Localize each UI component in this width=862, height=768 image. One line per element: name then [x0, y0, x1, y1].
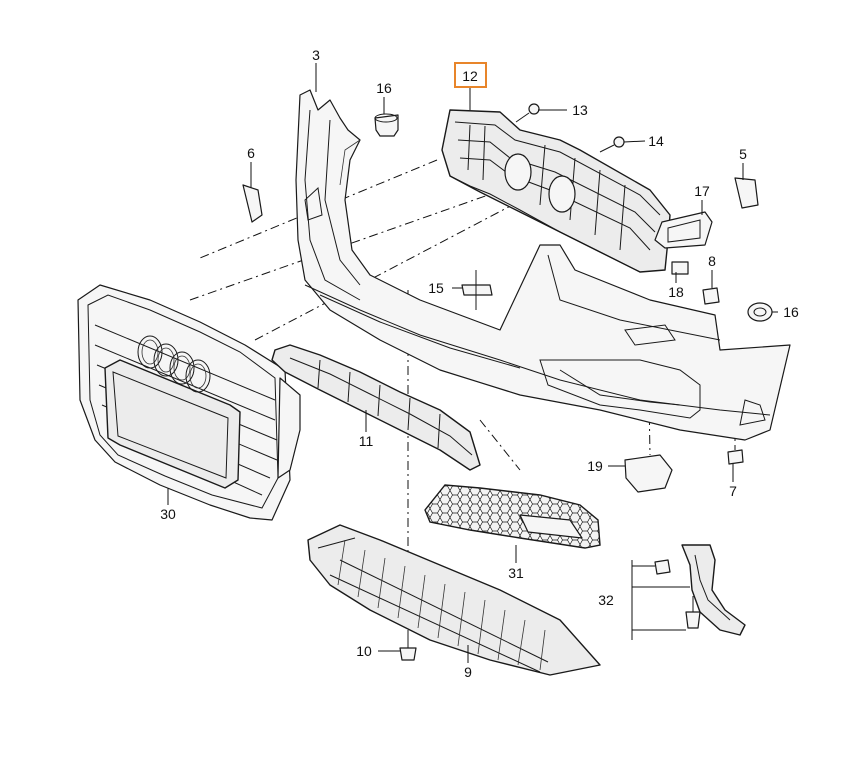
callout-30: 30: [160, 506, 176, 522]
callout-12: 12: [462, 68, 478, 84]
callout-31: 31: [508, 565, 524, 581]
callout-19: 19: [587, 458, 603, 474]
sensor-bracket-15[interactable]: [461, 270, 493, 310]
callout-16-top: 16: [376, 80, 392, 96]
callout-17: 17: [694, 183, 710, 199]
bracket-5[interactable]: [734, 177, 759, 209]
callout-3: 3: [312, 47, 320, 63]
callout-6: 6: [247, 145, 255, 161]
callout-16-right: 16: [783, 304, 799, 320]
cover-17[interactable]: [654, 211, 713, 249]
callout-9: 9: [464, 664, 472, 680]
callout-7: 7: [729, 483, 737, 499]
callout-8: 8: [708, 253, 716, 269]
clip-18[interactable]: [671, 261, 689, 275]
callout-5: 5: [739, 146, 747, 162]
lower-air-deflector[interactable]: [307, 524, 601, 676]
screw-32: [685, 596, 701, 629]
clip-8[interactable]: [702, 287, 720, 305]
bolt-13[interactable]: [515, 103, 540, 123]
callout-15: 15: [428, 280, 444, 296]
clip-16-top[interactable]: [374, 113, 399, 137]
upper-bracket[interactable]: [441, 109, 671, 273]
bolt-14[interactable]: [599, 136, 625, 153]
callout-18: 18: [668, 284, 684, 300]
highlight-box-12: [454, 62, 487, 88]
screw-10[interactable]: [399, 630, 417, 661]
reinforcement-bar[interactable]: [271, 344, 481, 471]
bumper-cover[interactable]: [295, 89, 791, 441]
side-bracket[interactable]: [681, 544, 746, 636]
cover-19[interactable]: [624, 454, 673, 493]
four-rings-logo: [137, 335, 211, 393]
callout-11: 11: [359, 433, 374, 449]
callout-numbers: 3 12 16 13 14 6 5 17 8 18 15 16 11 19 7 …: [160, 47, 799, 680]
headlight-washer-cover-6[interactable]: [242, 184, 263, 223]
clip-16-right[interactable]: [747, 302, 773, 322]
callout-32: 32: [598, 592, 614, 608]
callout-14: 14: [648, 133, 664, 149]
fog-lamp-grille[interactable]: [424, 484, 601, 549]
radiator-grille[interactable]: [77, 284, 301, 521]
callout-10: 10: [356, 643, 372, 659]
leader-lines: [167, 63, 778, 663]
callout-13: 13: [572, 102, 588, 118]
clip-7[interactable]: [727, 449, 744, 465]
clip-nut-32: [654, 559, 671, 575]
